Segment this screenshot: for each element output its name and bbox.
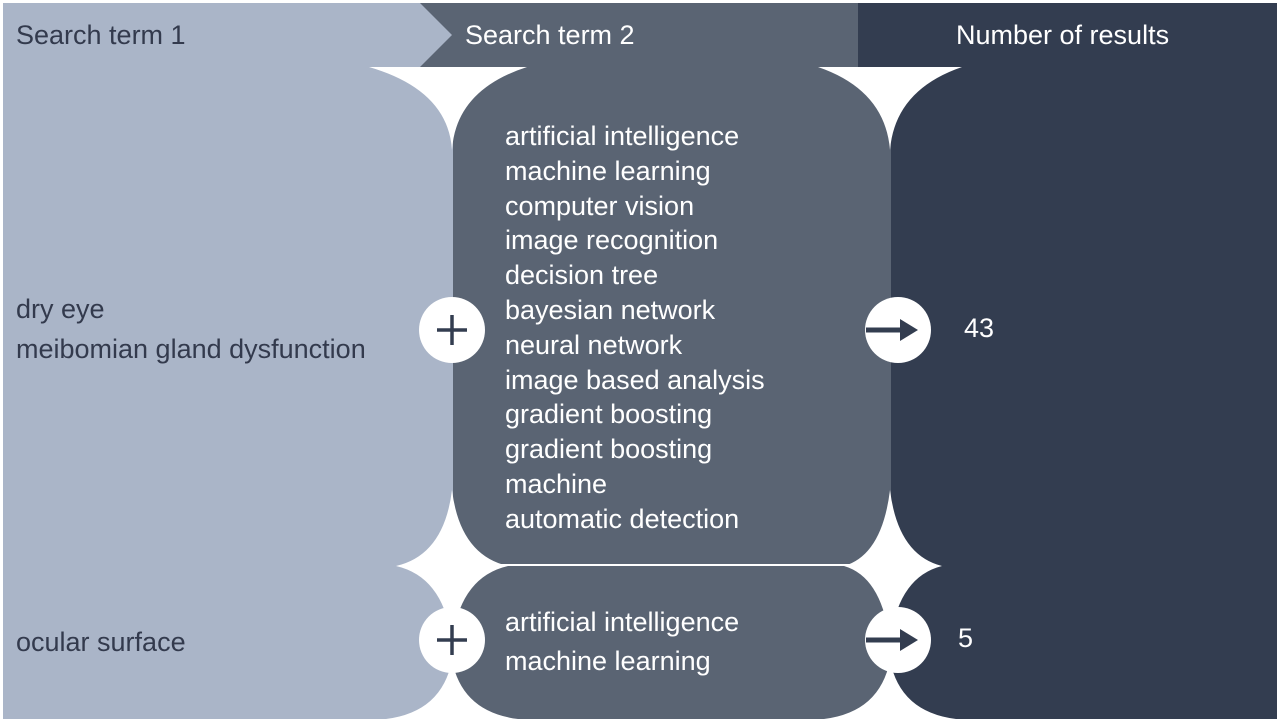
header-search-term-2: Search term 2 [465, 20, 635, 50]
plus-icon [419, 607, 485, 673]
term1-item: meibomian gland dysfunction [16, 334, 366, 364]
term2-item: machine learning [505, 646, 711, 676]
term2-item: neural network [505, 329, 683, 360]
term2-item: decision tree [505, 260, 659, 291]
arrow-right-icon [865, 607, 931, 673]
term2-item: artificial intelligence [505, 121, 740, 151]
term2-item: machine learning [505, 155, 711, 186]
term2-item: automatic detection [505, 503, 740, 534]
column-1-background [3, 3, 473, 719]
row-2-search-term-1: ocular surface [16, 627, 186, 657]
row-1-result-count: 43 [964, 313, 995, 343]
separator-bottom-right [824, 660, 956, 719]
term2-item: gradient boosting [505, 434, 713, 465]
row-2-result-count: 5 [958, 623, 974, 653]
row-1-search-term-1: dry eye meibomian gland dysfunction [16, 289, 366, 369]
header-number-of-results: Number of results [956, 20, 1170, 50]
term2-item: artificial intelligence [505, 607, 740, 637]
separator-top-left [369, 67, 527, 150]
plus-icon [419, 297, 485, 363]
column-3-background [858, 3, 1277, 719]
row-2-search-term-2-list: artificial intelligence machine learning [505, 603, 739, 681]
header-search-term-1: Search term 1 [16, 20, 186, 50]
term2-item: machine [505, 468, 608, 499]
term2-item: image based analysis [505, 364, 765, 395]
term2-item: gradient boosting [505, 399, 713, 430]
column-2-header-arrow [420, 3, 890, 67]
term2-item: bayesian network [505, 294, 716, 325]
term2-item: computer vision [505, 190, 695, 221]
arrow-right-icon [865, 297, 931, 363]
term1-item: dry eye [16, 294, 105, 324]
separator-middle-left [396, 490, 508, 642]
separator-middle-right [844, 490, 942, 642]
separator-top-right [818, 67, 962, 150]
term2-item: image recognition [505, 225, 719, 256]
separator-bottom-left [386, 660, 518, 719]
row-1-term2-panel [453, 67, 891, 564]
row-2-term2-panel [453, 566, 891, 719]
row-1-search-term-2-list: artificial intelligence machine learning… [505, 119, 765, 537]
